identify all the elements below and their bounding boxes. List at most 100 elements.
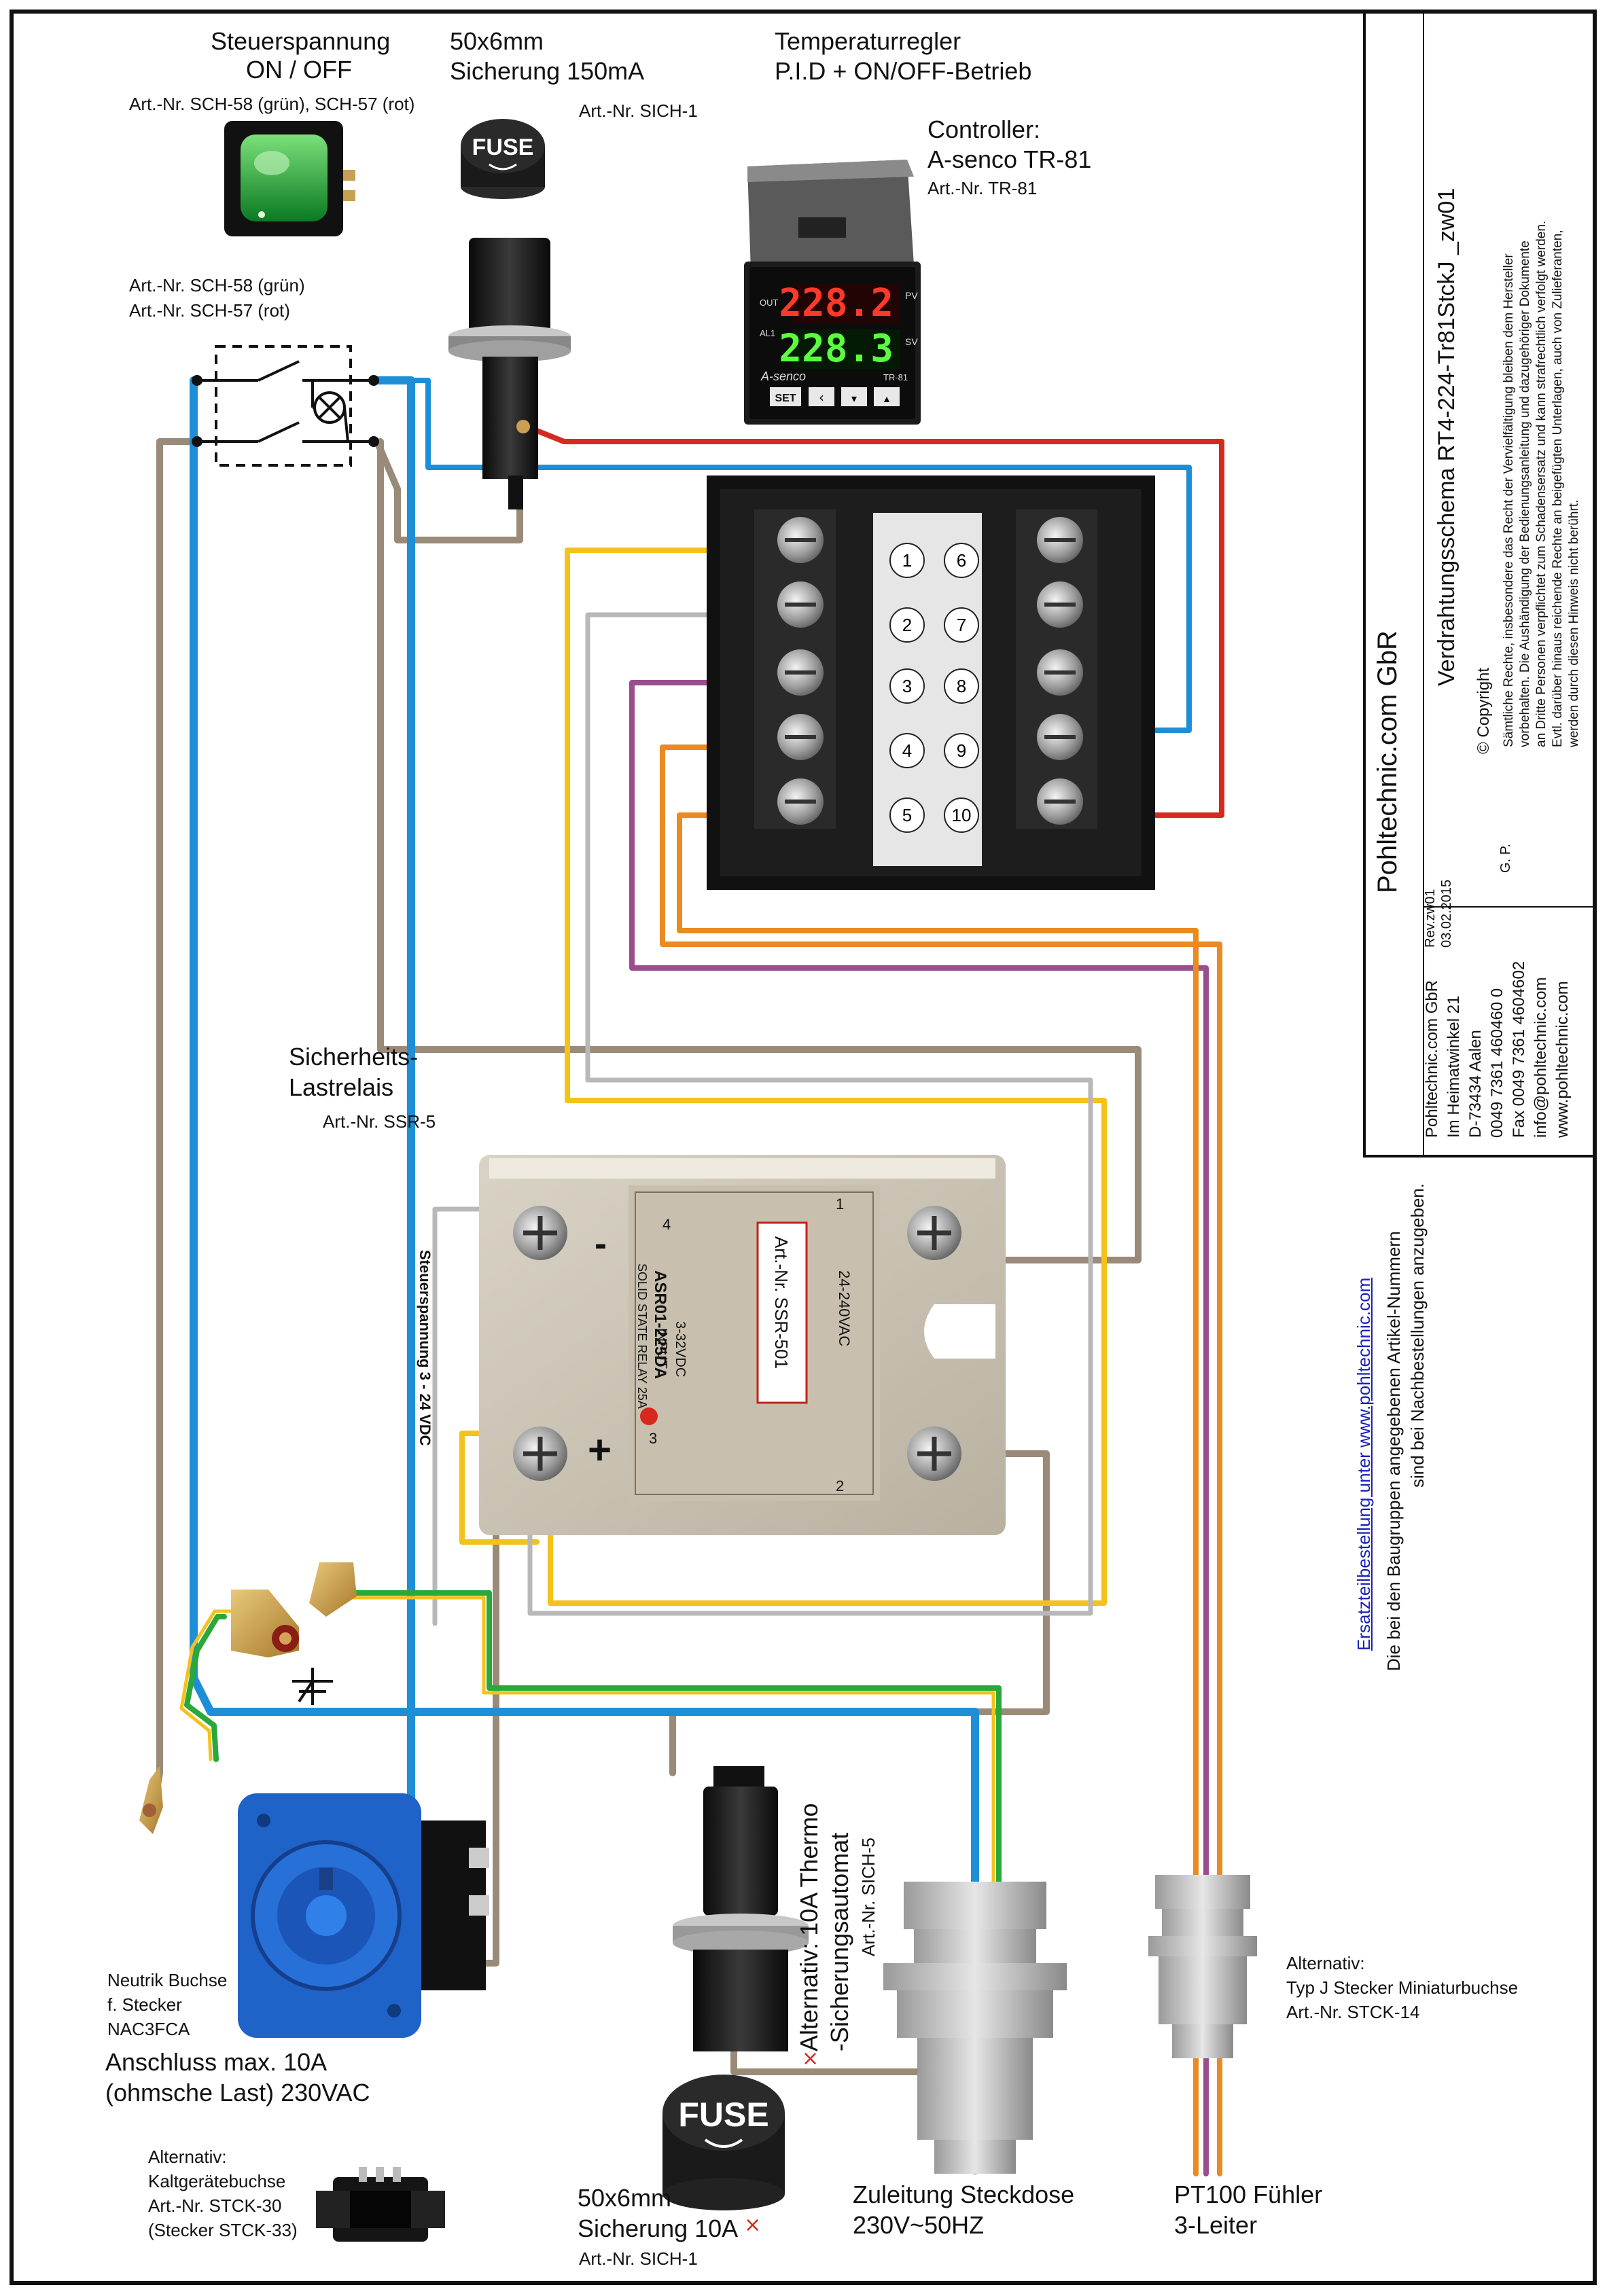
steuerspannung-vertical: Steuerspannung 3 - 24 VDC bbox=[417, 1250, 434, 1446]
kalt-label-4: (Stecker STCK-33) bbox=[148, 2220, 298, 2240]
relais-title-1: Sicherheits- bbox=[289, 1043, 419, 1071]
fuse-cap-text-bottom: FUSE bbox=[678, 2096, 768, 2134]
zuleitung-2: 230V~50HZ bbox=[853, 2211, 985, 2239]
tb-date: 03.02.2015 bbox=[1439, 879, 1454, 948]
ersatz-link[interactable]: Ersatzteilbestellung unter www.pohltechn… bbox=[1354, 1277, 1374, 1651]
ssr-terminal-3: 3 bbox=[649, 1430, 658, 1447]
ssr-output: 24-240VAC bbox=[836, 1270, 853, 1347]
x-mark-1: × bbox=[802, 2047, 819, 2070]
display-sv: 228.3 bbox=[779, 327, 894, 371]
thermo-1: Alternativ: 10A Thermo bbox=[795, 1803, 823, 2051]
terminal-marker bbox=[889, 733, 925, 768]
terminal-number: 8 bbox=[957, 676, 966, 696]
fuse2-rating: Sicherung 10A bbox=[578, 2214, 739, 2242]
wire-earth-1 bbox=[317, 1590, 1002, 2173]
tb-copyright-line: werden durch diesen Hinweis nicht berühr… bbox=[1567, 499, 1581, 747]
ssr-input-range: 3-32VDC bbox=[673, 1321, 688, 1378]
tb-copyright-head: © Copyright bbox=[1474, 667, 1493, 754]
fuse1-size: 50x6mm bbox=[450, 27, 544, 55]
ssr-art: Art.-Nr. SSR-501 bbox=[771, 1236, 792, 1369]
neutrik-label-2: f. Stecker bbox=[107, 1994, 182, 2015]
ersatz-note-1: Die bei den Baugruppen angegebenen Artik… bbox=[1383, 1231, 1404, 1671]
ssr-minus: - bbox=[595, 1223, 607, 1264]
relais-art: Art.-Nr. SSR-5 bbox=[323, 1111, 436, 1132]
terminal-marker bbox=[944, 607, 979, 643]
ssr-terminal-4: 4 bbox=[662, 1216, 671, 1233]
terminal-number: 9 bbox=[957, 740, 966, 761]
iec-socket bbox=[316, 2167, 445, 2242]
set-label: SET bbox=[775, 393, 796, 404]
steuer-onoff: ON / OFF bbox=[246, 56, 352, 84]
steuer-art: Art.-Nr. SCH-58 (grün), SCH-57 (rot) bbox=[129, 94, 415, 114]
svg-text:▾: ▾ bbox=[851, 392, 857, 405]
brand-label: A-senco bbox=[760, 370, 806, 383]
fuse-cap-photo-top: FUSE bbox=[461, 119, 545, 199]
out-label: OUT bbox=[760, 298, 779, 308]
fuse2-art: Art.-Nr. SICH-1 bbox=[579, 2248, 698, 2269]
tb-address-line: Fax 0049 7361 4604602 bbox=[1510, 961, 1528, 1138]
fuse1-rating: Sicherung 150mA bbox=[450, 57, 645, 85]
kalt-label-3: Art.-Nr. STCK-30 bbox=[148, 2195, 282, 2216]
switch-art-2: Art.-Nr. SCH-57 (rot) bbox=[129, 300, 290, 321]
terminal-number: 5 bbox=[902, 805, 912, 825]
kalt-label-1: Alternativ: bbox=[148, 2147, 227, 2167]
ssr-terminal-1: 1 bbox=[836, 1196, 845, 1213]
terminal-number: 7 bbox=[957, 615, 966, 635]
controller-title: Controller: bbox=[927, 115, 1041, 143]
earth-terminal bbox=[139, 1562, 357, 1834]
svg-text:‹: ‹ bbox=[819, 389, 824, 406]
tb-copyright-line: vorbehalten. Die Aushändigung der Bedien… bbox=[1518, 240, 1532, 747]
tb-copyright-line: Sämtliche Rechte, insbesondere das Recht… bbox=[1502, 253, 1516, 747]
cable-gland-small bbox=[1148, 1875, 1257, 2058]
terminal-number: 6 bbox=[957, 550, 966, 571]
anschluss-2: (ohmsche Last) 230VAC bbox=[105, 2079, 370, 2106]
wire-blue-switch bbox=[378, 378, 1192, 733]
al1-label: AL1 bbox=[760, 328, 775, 338]
neutrik-label-1: Neutrik Buchse bbox=[107, 1970, 228, 1990]
ssr-sub: SOLID STATE RELAY 25A bbox=[635, 1263, 649, 1409]
thermo-3: Art.-Nr. SICH-5 bbox=[858, 1837, 879, 1956]
rocker-switch-photo bbox=[224, 121, 355, 236]
display-pv: 228.2 bbox=[779, 281, 894, 325]
wire-purple bbox=[629, 680, 1209, 2176]
pv-label: PV bbox=[905, 290, 918, 301]
terminal-marker bbox=[944, 733, 979, 768]
terminal-number: 1 bbox=[902, 550, 912, 571]
wire-earth-1y bbox=[317, 1596, 995, 2172]
terminal-number: 4 bbox=[902, 740, 912, 761]
fuse-cap-text-top: FUSE bbox=[472, 134, 534, 160]
regler-title: Temperaturregler bbox=[775, 27, 961, 55]
steuer-title: Steuerspannung bbox=[211, 27, 391, 55]
fuse2-size: 50x6mm bbox=[578, 2184, 672, 2212]
tb-schema-title: Verdrahtungsschema RT4-224-Tr81StckJ _zw… bbox=[1434, 187, 1460, 686]
fuse-holder-10a bbox=[673, 1766, 809, 2051]
typj-3: Art.-Nr. STCK-14 bbox=[1286, 2002, 1420, 2022]
wire-yellow bbox=[459, 548, 1107, 1606]
fuse-cap-photo-bottom: FUSE bbox=[662, 2075, 785, 2210]
terminal-marker bbox=[889, 797, 925, 833]
terminal-marker bbox=[889, 668, 925, 704]
tb-address-line: D-73434 Aalen bbox=[1466, 1030, 1485, 1138]
neutrik-label-3: NAC3FCA bbox=[107, 2019, 190, 2039]
terminal-number: 3 bbox=[902, 676, 912, 696]
fuse1-art: Art.-Nr. SICH-1 bbox=[579, 101, 698, 121]
ssr-plus: + bbox=[588, 1427, 612, 1473]
tb-address-line: 0049 7361 460460 0 bbox=[1488, 988, 1506, 1138]
tb-copyright-line: Evtl. darüber hinaus reichende Rechte an… bbox=[1551, 230, 1565, 747]
cable-gland-large bbox=[883, 1882, 1067, 2174]
switch-art-1: Art.-Nr. SCH-58 (grün) bbox=[129, 275, 305, 295]
svg-text:▴: ▴ bbox=[884, 392, 889, 405]
tb-address-line: Im Heimatwinkel 21 bbox=[1445, 995, 1463, 1138]
terminal-marker bbox=[889, 543, 925, 578]
terminal-marker bbox=[944, 543, 979, 578]
terminal-marker bbox=[889, 607, 925, 643]
controller-name: A-senco TR-81 bbox=[927, 145, 1092, 173]
anschluss-1: Anschluss max. 10A bbox=[105, 2048, 328, 2076]
relais-title-2: Lastrelais bbox=[289, 1073, 394, 1101]
tb-company: Pohltechnic.com GbR bbox=[1373, 630, 1402, 893]
kalt-label-2: Kaltgerätebuchse bbox=[148, 2171, 286, 2191]
tb-address-line: info@pohltechnic.com bbox=[1532, 977, 1550, 1138]
pt100-1: PT100 Fühler bbox=[1174, 2181, 1323, 2208]
